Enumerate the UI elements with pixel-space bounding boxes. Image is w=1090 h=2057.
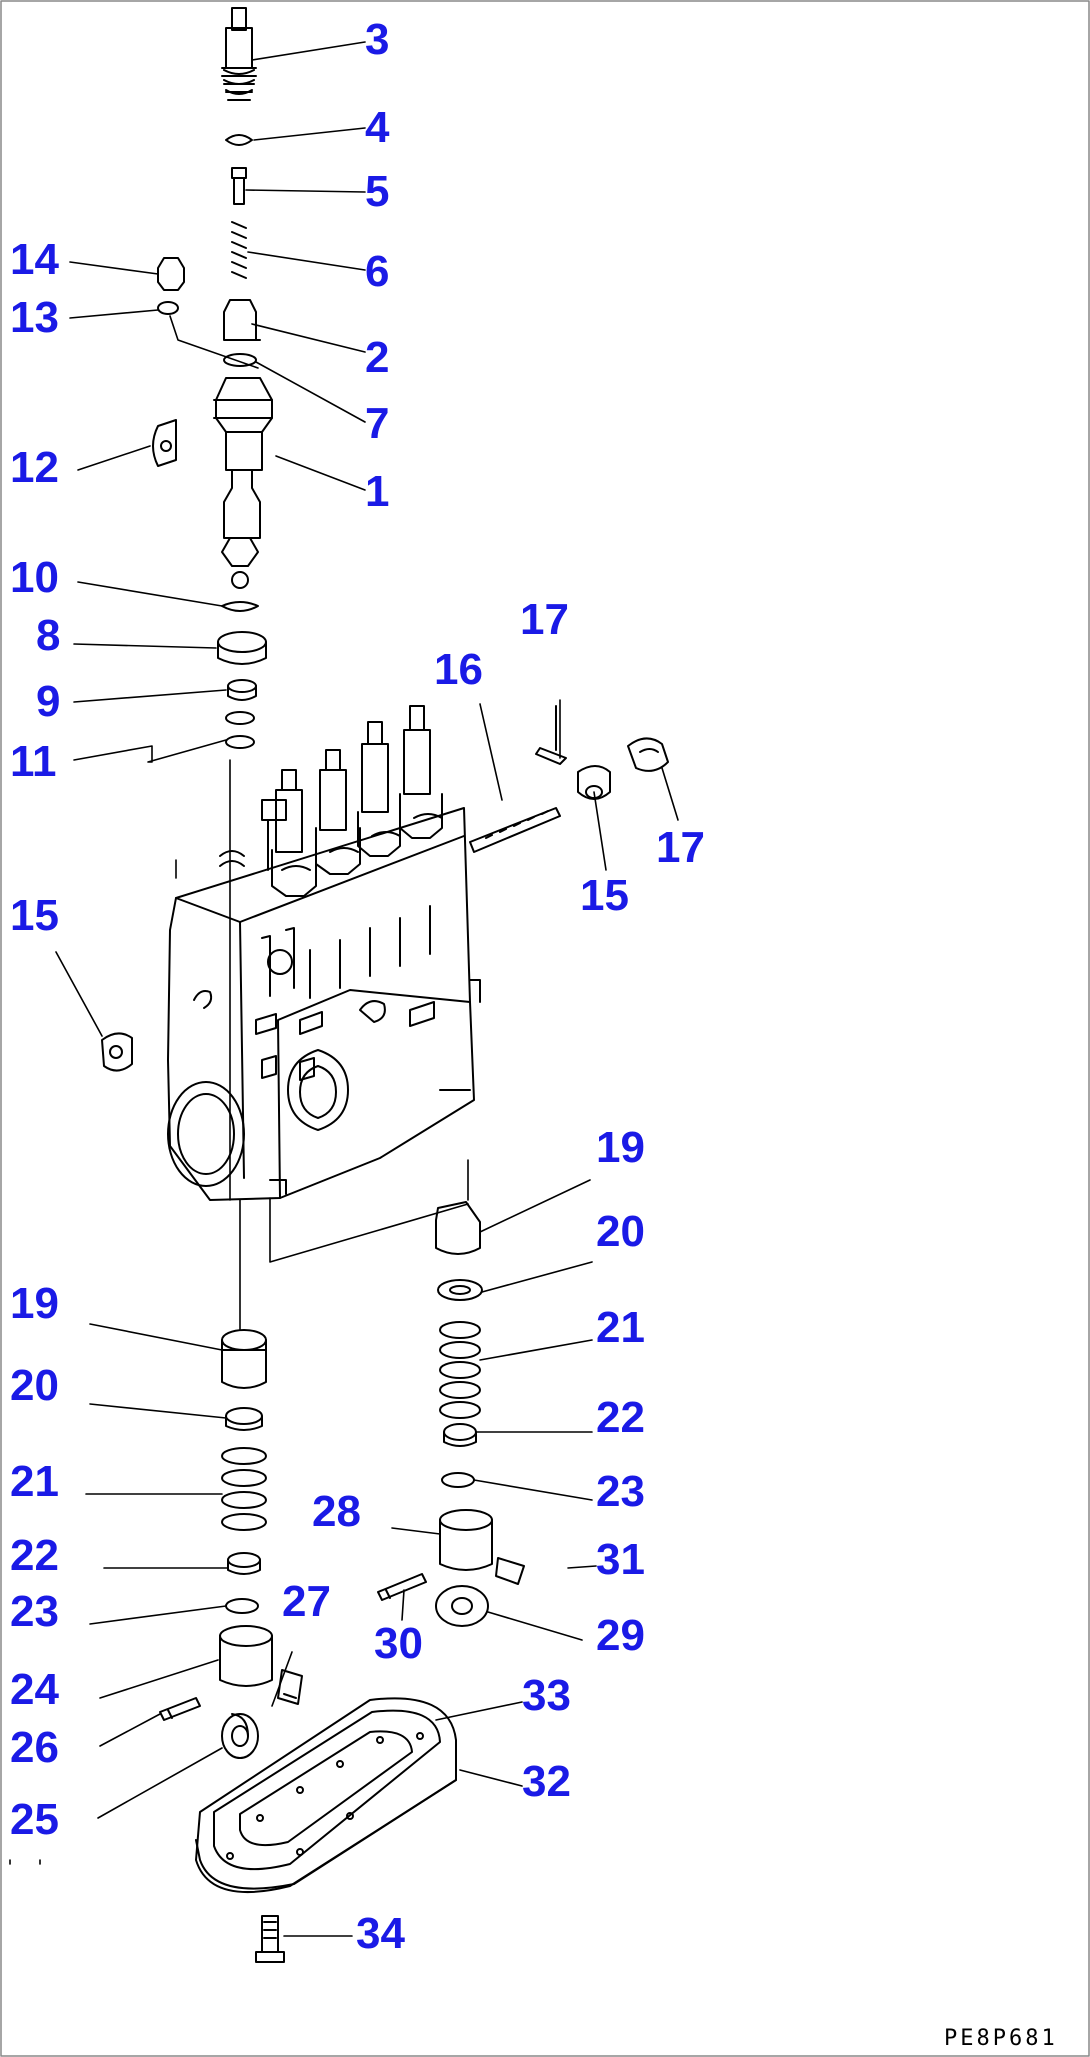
part-spring-seat-22-right xyxy=(444,1424,476,1446)
callout-10: 10 xyxy=(10,553,59,602)
part-nut-8 xyxy=(218,632,266,664)
part-washer-4 xyxy=(226,135,252,145)
part-pin-17 xyxy=(536,706,566,764)
part-delivery-valve-holder xyxy=(222,8,256,100)
callout-15-left: 15 xyxy=(10,891,59,940)
callout-5: 5 xyxy=(365,167,390,216)
part-tappet-guide-19-left xyxy=(222,1330,266,1388)
part-clamp-12 xyxy=(153,420,176,466)
part-shim-23-left xyxy=(226,1599,258,1613)
part-spring-21-right xyxy=(440,1322,480,1418)
part-roller-29 xyxy=(436,1586,488,1626)
callout-26: 26 xyxy=(10,1723,59,1772)
callout-14: 14 xyxy=(10,235,59,284)
callout-22-left: 22 xyxy=(10,1531,59,1580)
part-pin-27 xyxy=(278,1670,302,1704)
part-o-ring-10 xyxy=(222,602,258,611)
callout-12: 12 xyxy=(10,443,59,492)
part-valve-stopper-5 xyxy=(232,168,246,204)
part-pin-30 xyxy=(378,1574,426,1600)
part-cap-15-right xyxy=(578,766,610,799)
callout-28: 28 xyxy=(312,1487,361,1536)
callout-9: 9 xyxy=(36,677,61,726)
drawing-code: PE8P681 xyxy=(944,2026,1058,2051)
callout-16: 16 xyxy=(434,645,483,694)
part-plunger-barrel-1 xyxy=(214,378,272,588)
callout-22-right: 22 xyxy=(596,1393,645,1442)
part-nut-18 xyxy=(628,738,668,770)
callout-19-left: 19 xyxy=(10,1279,59,1328)
callout-23-right: 23 xyxy=(596,1467,645,1516)
part-shim-23-right xyxy=(442,1473,474,1487)
callout-2: 2 xyxy=(365,333,390,382)
callout-8: 8 xyxy=(36,611,61,660)
callout-34: 34 xyxy=(356,1909,405,1958)
part-spring-seat-20-left xyxy=(226,1408,262,1430)
callout-3: 3 xyxy=(365,15,390,64)
callout-18: 17 xyxy=(656,823,705,872)
part-tappet-24 xyxy=(220,1626,272,1686)
part-spring-21-left xyxy=(222,1448,266,1530)
part-cap-15-left xyxy=(102,1033,132,1070)
pump-housing xyxy=(168,808,480,1200)
part-delivery-valve-2 xyxy=(224,300,260,340)
part-pin-31 xyxy=(496,1558,524,1584)
part-spring-seat-22-left xyxy=(228,1553,260,1574)
callout-6: 6 xyxy=(365,247,390,296)
callout-20-right: 20 xyxy=(596,1207,645,1256)
part-tappet-guide-19-right xyxy=(436,1202,480,1254)
callout-19-right: 19 xyxy=(596,1123,645,1172)
callout-27: 27 xyxy=(282,1577,331,1626)
part-cover-32 xyxy=(196,1698,456,1892)
callout-31: 31 xyxy=(596,1535,645,1584)
callout-17: 17 xyxy=(520,595,569,644)
part-gasket-33 xyxy=(214,1711,440,1870)
callout-20-left: 20 xyxy=(10,1361,59,1410)
callout-1: 1 xyxy=(365,467,390,516)
part-bolt-34 xyxy=(256,1916,284,1962)
callout-7: 7 xyxy=(365,399,390,448)
part-spring-6 xyxy=(232,222,246,278)
callout-32: 32 xyxy=(522,1757,571,1806)
part-pin-26 xyxy=(160,1698,200,1720)
callout-30: 30 xyxy=(374,1619,423,1668)
pump-elements-row xyxy=(220,706,442,896)
callout-29: 29 xyxy=(596,1611,645,1660)
part-o-ring-11 xyxy=(226,712,254,748)
leader-lines xyxy=(10,42,678,1936)
callout-24: 24 xyxy=(10,1665,59,1714)
callout-15-right: 15 xyxy=(580,871,629,920)
callout-4: 4 xyxy=(365,103,390,152)
part-roller-25 xyxy=(222,1714,258,1758)
part-control-rack-16 xyxy=(470,808,560,852)
part-gasket-7 xyxy=(224,354,256,366)
part-sleeve-9 xyxy=(228,680,256,700)
callout-23-left: 23 xyxy=(10,1587,59,1636)
callout-25: 25 xyxy=(10,1795,59,1844)
callout-21-right: 21 xyxy=(596,1303,645,1352)
callout-21-left: 21 xyxy=(10,1457,59,1506)
part-nut-14 xyxy=(158,258,184,290)
callout-11: 11 xyxy=(10,737,57,786)
part-washer-13 xyxy=(158,302,178,314)
part-tappet-28 xyxy=(440,1510,492,1570)
part-spring-seat-20-right xyxy=(438,1280,482,1300)
callout-33: 33 xyxy=(522,1671,571,1720)
callout-13: 13 xyxy=(10,293,59,342)
